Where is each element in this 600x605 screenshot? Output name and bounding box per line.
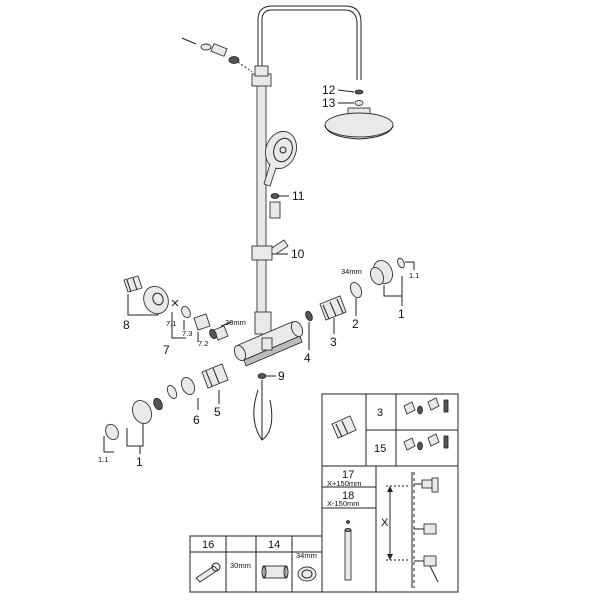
part-6-nut-left <box>166 376 199 410</box>
part-1-1-left-leader <box>103 436 114 453</box>
callout-12: 12 <box>322 83 336 97</box>
dimension-x-label: X <box>381 517 389 529</box>
callout-9: 9 <box>278 369 285 383</box>
callout-7-2: 7.2 <box>198 339 208 348</box>
table-middle-row-18-sub: X-150mm <box>327 499 360 508</box>
part-1-left-rosette <box>105 397 163 454</box>
table-bottom-dim-34mm: 34mm <box>296 551 317 560</box>
table-right-row-15: 15 <box>374 443 386 455</box>
table-bottom-col-16: 16 <box>202 539 214 551</box>
callout-5: 5 <box>214 405 221 419</box>
hand-shower <box>263 130 297 187</box>
callout-1-1-right: 1.1 <box>409 271 419 280</box>
part-1-right-rosette <box>369 257 405 306</box>
part-7-check-valve-set <box>171 299 217 342</box>
dim-30mm-top: 30mm <box>225 318 246 327</box>
callout-1-right: 1 <box>398 307 405 321</box>
top-wall-bracket-screw <box>181 37 253 73</box>
table-tools <box>189 535 323 593</box>
part-4-washer <box>305 310 313 350</box>
slider-glider-10 <box>251 239 289 261</box>
table-riser-length-options <box>321 465 459 593</box>
callout-1-1-left: 1.1 <box>98 455 108 464</box>
part-3-s-union <box>319 295 347 334</box>
part-2-nut <box>349 281 363 316</box>
head-shower <box>324 89 394 140</box>
table-middle-row-17-sub: X+150mm <box>327 479 361 488</box>
part-5-s-union-left <box>201 363 229 404</box>
callout-4: 4 <box>304 351 311 365</box>
table-middle-row-18: 18 <box>342 490 354 502</box>
part-1-1-right-leader <box>405 261 415 270</box>
riser-rail <box>251 5 362 333</box>
callout-1-left: 1 <box>136 455 143 469</box>
callout-7: 7 <box>163 343 170 357</box>
callout-13: 13 <box>322 96 336 110</box>
callout-3: 3 <box>330 335 337 349</box>
thermostat-mixer-body <box>233 311 304 367</box>
part-8-eccentric <box>123 275 169 316</box>
table-bottom-dim-30mm: 30mm <box>230 561 251 570</box>
table-right-row-3: 3 <box>377 407 383 419</box>
callout-8: 8 <box>123 318 130 332</box>
callout-11: 11 <box>292 189 305 203</box>
callout-6: 6 <box>193 413 200 427</box>
dim-34mm-top: 34mm <box>341 267 362 276</box>
table-middle-row-17: 17 <box>342 469 354 481</box>
hose-washer-11 <box>269 193 289 219</box>
callout-7-3: 7.3 <box>182 329 192 338</box>
table-bottom-col-14: 14 <box>268 539 280 551</box>
adaptor-30mm <box>213 321 233 341</box>
callout-2: 2 <box>352 317 359 331</box>
hose-and-washer-9 <box>253 373 276 441</box>
callout-10: 10 <box>291 247 305 261</box>
callout-7-1: 7.1 <box>166 319 176 328</box>
table-cartridge-variants <box>321 393 459 467</box>
